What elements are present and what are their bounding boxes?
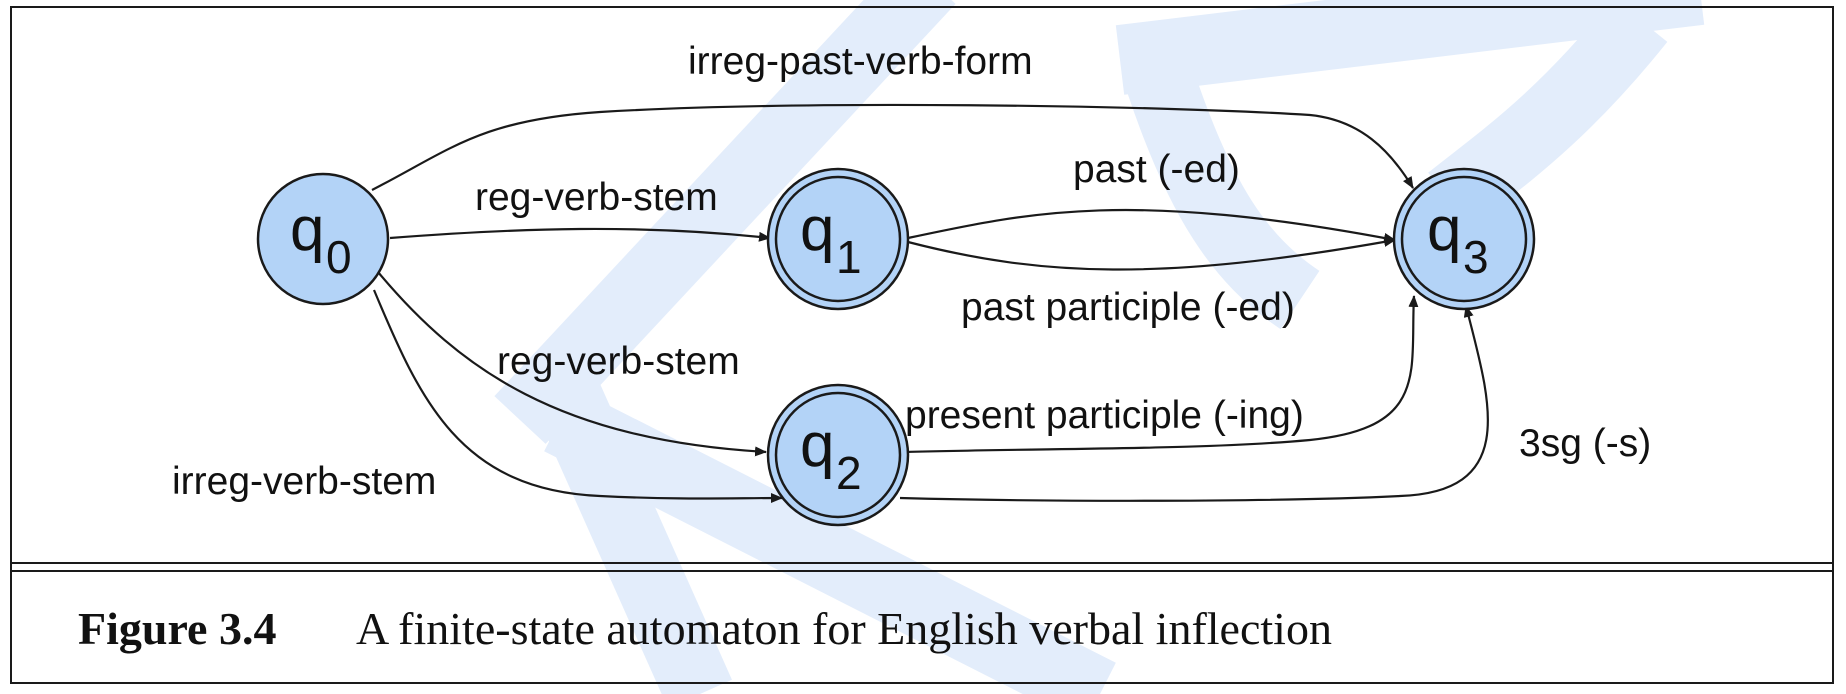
- edge-q2-q3-ing: [905, 295, 1419, 454]
- state-q3-name: q: [1427, 195, 1461, 264]
- label-reg-verb-stem-q2: reg-verb-stem: [497, 340, 740, 383]
- state-q2: q 2: [766, 383, 910, 527]
- state-q3-sub: 3: [1463, 231, 1489, 283]
- edge-q1-q3-past: [907, 208, 1396, 243]
- state-q1-name: q: [800, 195, 834, 264]
- label-reg-verb-stem-q1: reg-verb-stem: [475, 176, 718, 219]
- state-q1-sub: 1: [836, 231, 862, 283]
- edge-q0-q3: [371, 103, 1414, 191]
- state-q0-sub: 0: [326, 231, 352, 283]
- label-irreg-past-verb-form: irreg-past-verb-form: [688, 40, 1033, 83]
- state-q2-name: q: [800, 411, 834, 480]
- label-past-ed: past (-ed): [1073, 148, 1240, 191]
- edge-q0-q2-reg: [377, 271, 767, 457]
- label-3sg-s: 3sg (-s): [1519, 422, 1651, 465]
- edge-q0-q1-reg: [389, 227, 771, 242]
- caption-number: Figure 3.4: [78, 603, 277, 654]
- edge-q2-q3-3sg: [899, 305, 1489, 502]
- state-q2-sub: 2: [836, 447, 862, 499]
- divider-bottom: [10, 570, 1834, 572]
- label-present-participle-ing: present participle (-ing): [905, 394, 1304, 437]
- state-q0-name: q: [290, 195, 324, 264]
- caption-text: A finite-state automaton for English ver…: [356, 603, 1332, 654]
- state-q1: q 1: [766, 167, 910, 311]
- label-past-participle-ed: past participle (-ed): [961, 286, 1295, 329]
- state-q3: q 3: [1392, 167, 1536, 311]
- edge-q1-q3-participle: [907, 237, 1396, 271]
- label-irreg-verb-stem: irreg-verb-stem: [172, 460, 436, 503]
- divider-top: [10, 562, 1834, 564]
- state-q0: q 0: [256, 172, 390, 306]
- edge-q0-q2-irreg: [372, 289, 783, 504]
- figure-frame: [10, 6, 1834, 684]
- figure-caption: Figure 3.4 A finite-state automaton for E…: [78, 602, 1332, 655]
